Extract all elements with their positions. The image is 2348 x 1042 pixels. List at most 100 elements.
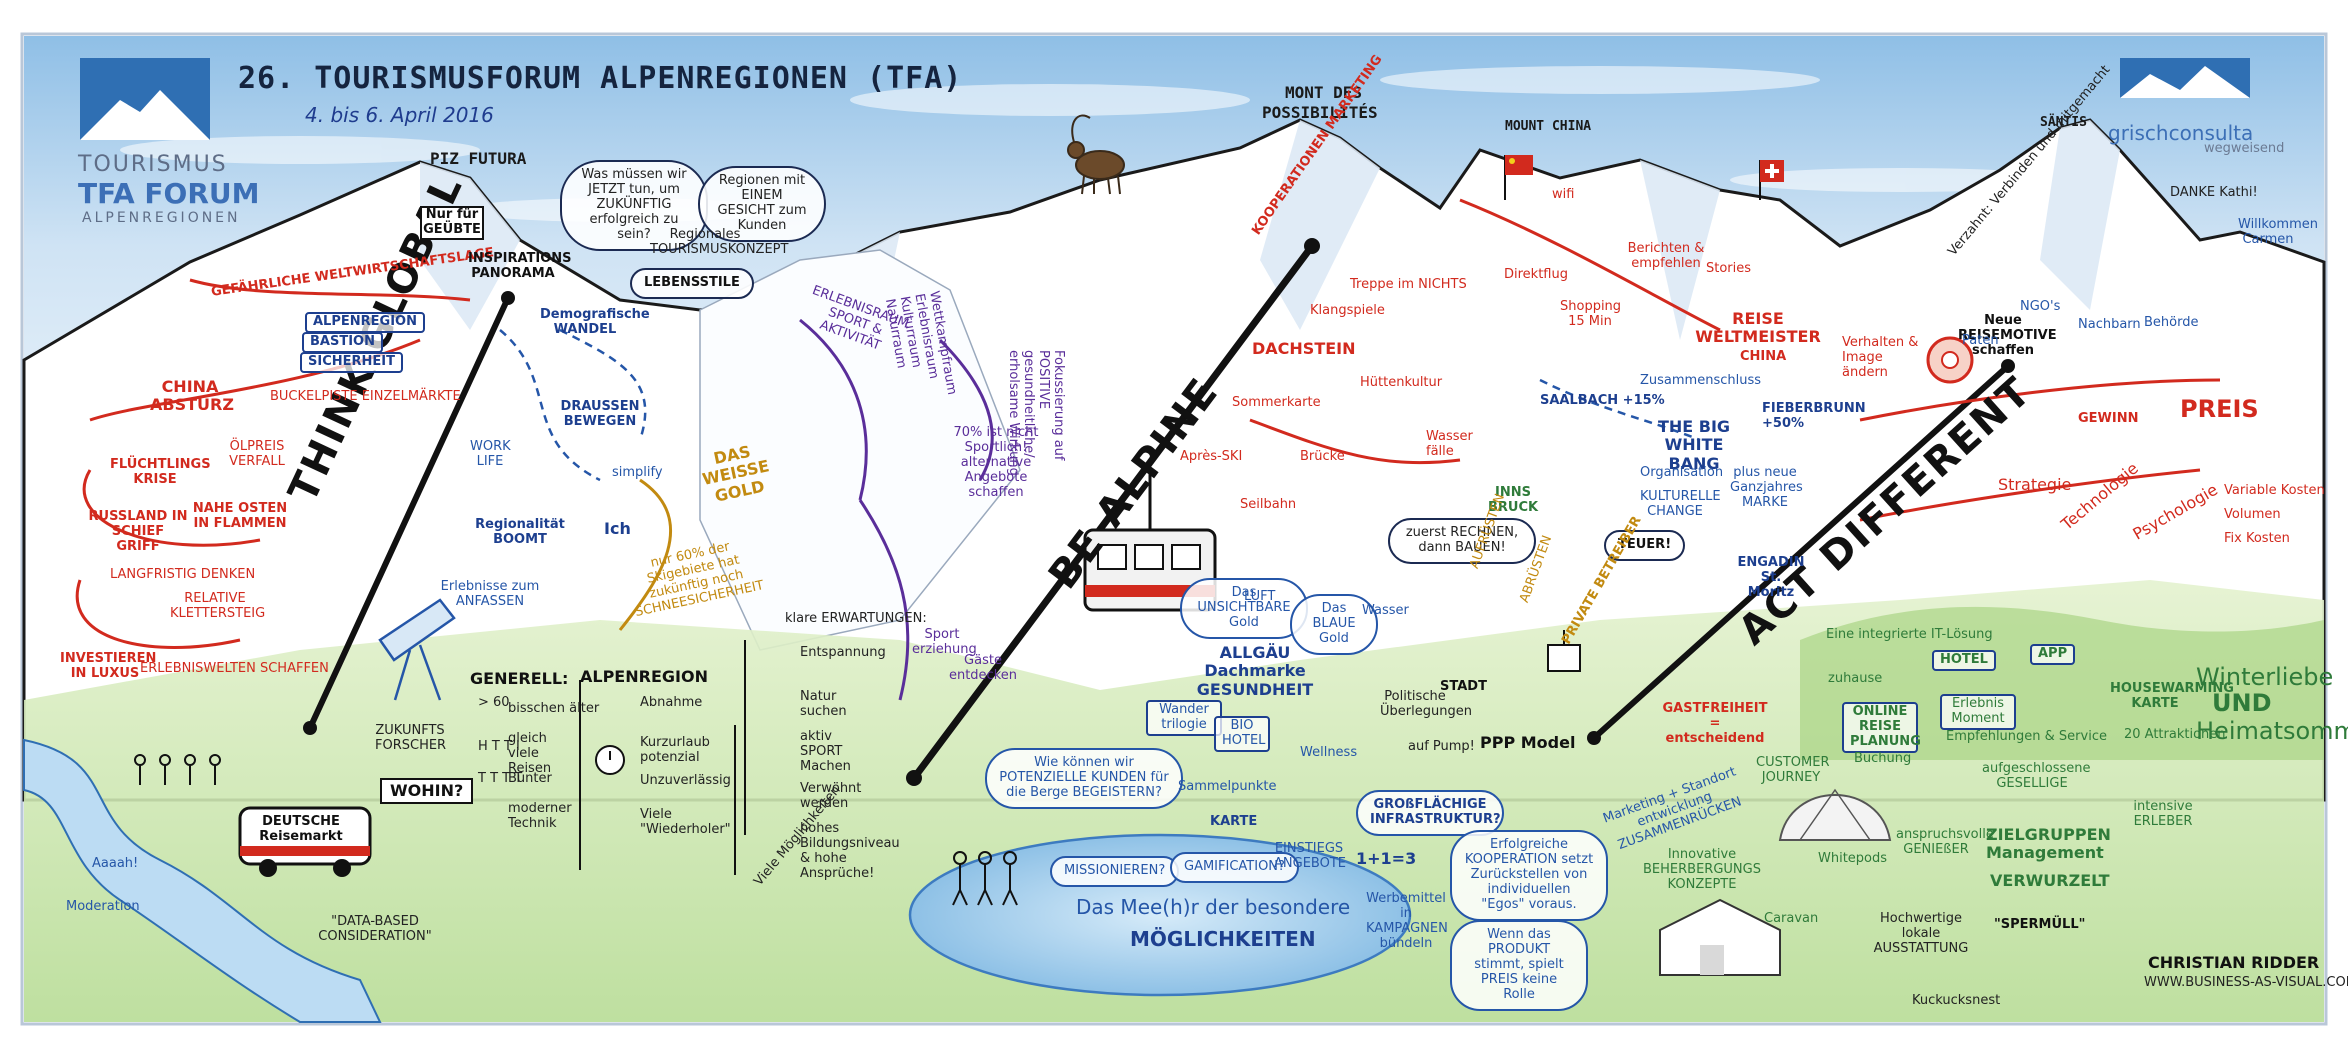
verhalten-label: Verhalten & Image ändern [1842, 335, 1919, 380]
und-label: UND [2212, 689, 2272, 717]
online-box: ONLINE REISE PLANUNG [1842, 702, 1921, 753]
artist-url: WWW.BUSINESS-AS-VISUAL.COM [2144, 975, 2348, 990]
think-global-line [307, 295, 511, 731]
innsbruck-label: INNS BRUCK [1488, 485, 1539, 515]
attraktionen-label: 20 Attraktionen [2124, 727, 2226, 742]
app-box: APP [2030, 644, 2076, 665]
aaaah-label: Aaaah! [92, 856, 139, 871]
ganzjahres-label: plus neue Ganzjahres MARKE [1730, 465, 1803, 510]
direktflug-label: Direktflug [1504, 267, 1568, 282]
caravan-label: Caravan [1764, 911, 1819, 926]
huettenkultur-label: Hüttenkultur [1360, 375, 1443, 390]
peak-mont-line2: POSSIBILITÉS [1262, 103, 1378, 122]
bio-hotel-box: BIO HOTEL [1214, 716, 1270, 752]
flag-china-icon [1504, 155, 1533, 200]
relative-label: RELATIVE KLETTERSTEIG [170, 591, 266, 621]
oelpreis-label: ÖLPREIS VERFALL [229, 439, 285, 469]
apres-ski-label: Après-SKI [1180, 449, 1243, 464]
missionieren-cloud: MISSIONIEREN? [1050, 856, 1180, 887]
wie-koennen-cloud: Wie können wir POTENZIELLE KUNDEN für di… [985, 748, 1183, 809]
eins-plus-eins-label: 1+1=3 [1356, 849, 1417, 868]
alpenregion-box: ALPENREGION [305, 312, 425, 333]
erwartungen-item-4: Verwöhnt werden [800, 781, 862, 811]
seilbahn-label: Seilbahn [1240, 497, 1297, 512]
cable-car-icon [1547, 630, 1581, 672]
stories-label: Stories [1706, 261, 1752, 276]
reise-weltmeister-label: REISE WELTMEISTER [1695, 309, 1821, 347]
saalbach-label: SAALBACH +15% [1540, 393, 1665, 408]
volumen-label: Volumen [2224, 507, 2281, 522]
dome-tent-icon [1778, 788, 1892, 841]
zuhause-label: zuhause [1828, 671, 1883, 686]
peak-mont-line1: MONT DES [1285, 83, 1363, 102]
hochwertige-label: Hochwertige lokale AUSSTATTUNG [1873, 911, 1969, 956]
data-based-quote: "DATA-BASED CONSIDERATION" [318, 914, 432, 944]
customer-label: CUSTOMER JOURNEY [1756, 755, 1830, 785]
wellness-label: Wellness [1300, 745, 1358, 760]
erlebnis-moment-box: Erlebnis Moment [1940, 694, 2016, 730]
peak-piz-futura: PIZ FUTURA [430, 149, 527, 168]
kuckucksnest-label: Kuckucksnest [1912, 993, 2001, 1008]
red-trails [75, 198, 2221, 649]
buckelpiste-label: BUCKELPISTE EINZELMÄRKTE [270, 389, 461, 404]
bruecke-label: Brücke [1300, 449, 1345, 464]
draussen-label: DRAUSSEN BEWEGEN [560, 399, 640, 429]
event-date: 4. bis 6. April 2016 [305, 103, 494, 127]
fix-label: Fix Kosten [2224, 531, 2290, 546]
hotel-box: HOTEL [1932, 650, 1996, 671]
generell-header: GENERELL: [470, 669, 569, 688]
preis-label: PREIS [2180, 395, 2259, 423]
willkommen-label: Willkommen Carmen [2238, 217, 2318, 247]
consulta-logo-mark [2120, 58, 2250, 98]
demografische-label: Demografische WANDEL [540, 307, 650, 337]
allgaeu-label: ALLGÄU Dachmarke GESUNDHEIT [1196, 643, 1314, 699]
china-label: CHINA [1740, 349, 1787, 364]
big-white-bang-label: THE BIG WHITE BANG [1657, 417, 1731, 473]
hill-right [1800, 606, 2324, 760]
generell-age-2: H T T I [478, 739, 520, 754]
ibex-icon [1067, 114, 1125, 195]
erwartungen-item-3: aktiv SPORT Machen [800, 729, 851, 774]
it-loesung-label: Eine integrierte IT-Lösung [1826, 627, 1993, 642]
russland-label: RUSSLAND IN SCHIEF GRIFF [88, 509, 188, 554]
fluechtlinge-label: FLÜCHTLINGS KRISE [110, 457, 211, 487]
luft-label: LUFT [1244, 589, 1276, 604]
zuerst-rechnen-bubble: zuerst RECHNEN, dann BAUEN! [1388, 518, 1536, 564]
intensive-label: intensive ERLEBER [2133, 799, 2193, 829]
meer-line2: MÖGLICHKEITEN [1130, 927, 1316, 951]
neue-reisemotive-label: Neue REISEMOTIVE schaffen [1958, 313, 2057, 358]
blue-trails [499, 328, 1701, 482]
page-title: 26. TOURISMUSFORUM ALPENREGIONEN (TFA) [238, 61, 963, 96]
werbemittel-label: Werbemittel in KAMPAGNEN bündeln [1366, 891, 1448, 951]
wohin-sign: WOHIN? [380, 778, 474, 805]
fieberbrunn-label: FIEBERBRUNN +50% [1762, 401, 1866, 431]
generell-age-3: T T T T [478, 771, 523, 786]
work-life-label: WORK LIFE [470, 439, 511, 469]
strategie-label: Strategie [1998, 475, 2072, 494]
deutsche-label: DEUTSCHE Reisemarkt [259, 814, 343, 844]
politische-label: Politische Überlegungen [1380, 689, 1472, 719]
wifi-label: wifi [1552, 187, 1575, 202]
river [23, 738, 382, 1023]
empfehlungen-label: Empfehlungen & Service [1946, 729, 2107, 744]
inspirations-label: INSPIRATIONS PANORAMA [468, 251, 572, 281]
siebzig-prozent-label: 70% ist nicht Sportlich! alternative Ang… [953, 425, 1039, 500]
alpenregion-header: ALPENREGION [580, 667, 708, 686]
langfristig-label: LANGFRISTIG DENKEN [110, 567, 256, 582]
stadt-label: STADT [1440, 679, 1487, 694]
spermuell-label: "SPERMÜLL" [1994, 917, 2086, 932]
variable-label: Variable Kosten [2224, 483, 2325, 498]
behoerde-label: Behörde [2144, 315, 2199, 330]
aufgeschlossene-label: aufgeschlossene GESELLIGE [1982, 761, 2091, 791]
einstiegs-label: EINSTIEGS ANGEBOTE [1274, 841, 1346, 871]
regionales-label: Regionales TOURISMUSKONZEPT [650, 227, 789, 257]
peak-saentis: SÄNTIS [2040, 115, 2087, 130]
erlebniswelten-label: ERLEBNISWELTEN SCHAFFEN [140, 661, 329, 676]
was-muessen-bubble: Was müssen wir JETZT tun, um ZUKÜNFTIG e… [560, 160, 708, 251]
gamification-cloud: GAMIFICATION? [1170, 852, 1299, 883]
winterliebe-label: Winterliebe [2196, 663, 2334, 691]
wenn-das-cloud: Wenn das PRODUKT stimmt, spielt PREIS ke… [1450, 920, 1588, 1011]
erwartungen-item-5: hohes Bildungsniveau & hohe Ansprüche! [800, 821, 900, 881]
organisation-label: Organisation [1640, 465, 1724, 480]
